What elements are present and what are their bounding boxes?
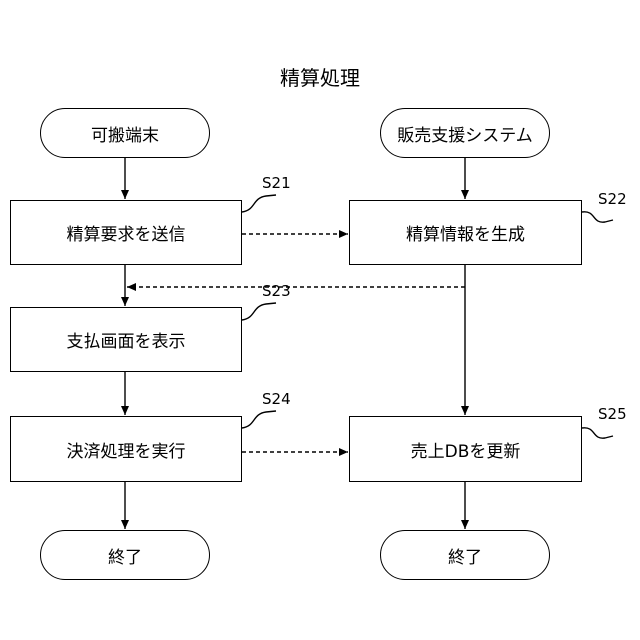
leader-s21: [242, 195, 276, 212]
step-s24-id: S24: [262, 390, 291, 408]
left-end-terminal: 終了: [40, 530, 210, 580]
step-s25-box: 売上DBを更新: [349, 416, 582, 482]
leader-s22: [582, 212, 613, 222]
step-s21-id: S21: [262, 174, 291, 192]
step-s23-id: S23: [262, 282, 291, 300]
step-s22-id: S22: [598, 190, 627, 208]
right-end-terminal: 終了: [380, 530, 550, 580]
step-s21-box: 精算要求を送信: [10, 200, 242, 265]
step-s23-box: 支払画面を表示: [10, 307, 242, 372]
left-start-terminal: 可搬端末: [40, 108, 210, 158]
step-s25-id: S25: [598, 405, 627, 423]
step-s24-box: 決済処理を実行: [10, 416, 242, 482]
leader-s25: [582, 428, 613, 438]
right-start-terminal: 販売支援システム: [380, 108, 550, 158]
leader-s24: [242, 411, 276, 428]
leader-s23: [242, 303, 276, 320]
step-s22-box: 精算情報を生成: [349, 200, 582, 265]
